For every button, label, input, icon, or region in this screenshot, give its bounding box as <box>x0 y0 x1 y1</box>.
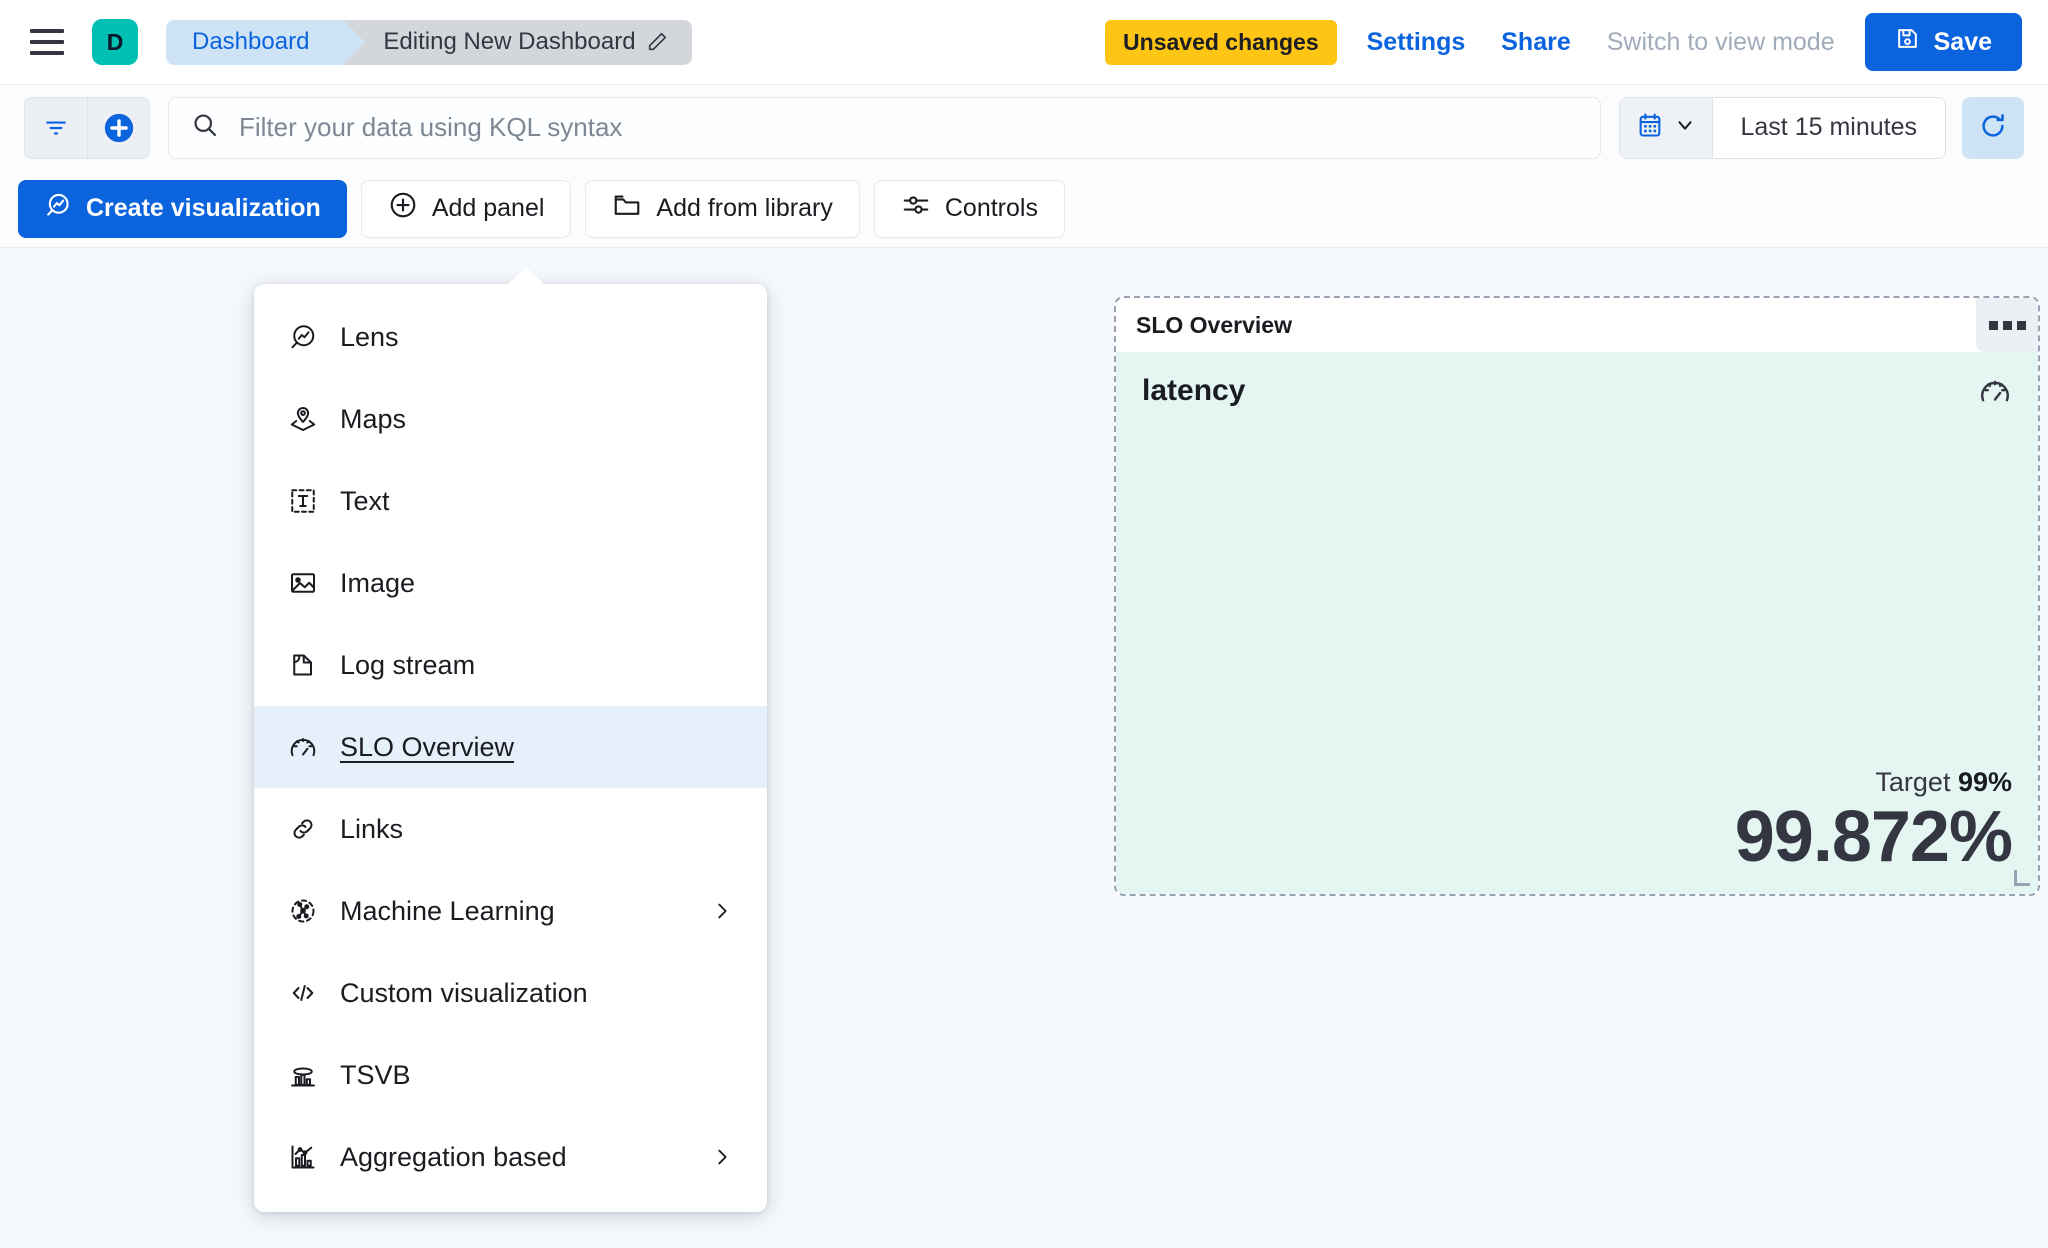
save-disk-icon <box>1895 26 1920 58</box>
create-visualization-label: Create visualization <box>86 194 321 222</box>
gauge-icon <box>288 732 318 762</box>
tsvb-chart-icon <box>288 1060 318 1090</box>
menu-item-label: Machine Learning <box>340 895 555 926</box>
menu-item-label: Text <box>340 485 390 516</box>
hamburger-menu-icon[interactable] <box>24 19 70 65</box>
add-panel-button[interactable]: Add panel <box>360 179 572 238</box>
controls-label: Controls <box>944 194 1038 222</box>
menu-item-label: Aggregation based <box>340 1141 567 1172</box>
add-panel-label: Add panel <box>431 194 545 222</box>
settings-link[interactable]: Settings <box>1366 27 1466 56</box>
menu-item-label: Custom visualization <box>340 977 588 1008</box>
resize-handle-icon[interactable] <box>2014 870 2030 886</box>
breadcrumb-current[interactable]: Editing New Dashboard <box>343 19 692 65</box>
refresh-icon <box>1978 111 2008 144</box>
date-range-picker: Last 15 minutes <box>1618 96 1946 159</box>
plus-circle-icon <box>388 190 418 227</box>
breadcrumb-current-label: Editing New Dashboard <box>383 28 636 55</box>
chevron-right-icon <box>711 1146 733 1168</box>
breadcrumb: Dashboard Editing New Dashboard <box>166 19 692 65</box>
add-from-library-button[interactable]: Add from library <box>585 179 860 238</box>
slo-target-value: 99% <box>1957 767 2012 798</box>
image-icon <box>288 568 318 598</box>
date-quick-select-button[interactable] <box>1619 97 1713 158</box>
filter-icon[interactable] <box>25 97 87 158</box>
menu-item-lens[interactable]: Lens <box>254 296 767 378</box>
breadcrumb-root-label: Dashboard <box>192 28 310 55</box>
kql-query-input[interactable]: Filter your data using KQL syntax <box>168 96 1601 159</box>
menu-item-label: Links <box>340 813 404 844</box>
menu-item-custom-visualization[interactable]: Custom visualization <box>254 952 767 1034</box>
panel-header: SLO Overview <box>1116 298 2038 352</box>
breadcrumb-dashboard[interactable]: Dashboard <box>166 19 366 65</box>
agg-chart-icon <box>288 1142 318 1172</box>
slo-sli-value: 99.872% <box>1734 797 2013 878</box>
refresh-button[interactable] <box>1962 96 2024 159</box>
context-menu-icon[interactable] <box>1976 298 2038 352</box>
slo-target-prefix: Target <box>1875 767 1958 798</box>
dashboard-edit-toolbar: Create visualization Add panel Add from … <box>0 170 2048 248</box>
search-icon <box>191 111 219 144</box>
menu-item-label: TSVB <box>340 1059 411 1090</box>
save-button[interactable]: Save <box>1864 13 2022 71</box>
menu-item-text[interactable]: Text <box>254 460 767 542</box>
slo-summary: Target 99% 99.872% <box>1734 767 2013 878</box>
menu-item-slo-overview[interactable]: SLO Overview <box>254 706 767 788</box>
menu-item-links[interactable]: Links <box>254 788 767 870</box>
controls-button[interactable]: Controls <box>873 179 1065 238</box>
save-button-label: Save <box>1933 27 1992 56</box>
menu-item-image[interactable]: Image <box>254 542 767 624</box>
map-marker-icon <box>288 404 318 434</box>
gauge-icon <box>1978 374 2012 408</box>
kql-placeholder-text: Filter your data using KQL syntax <box>239 112 623 142</box>
chevron-down-icon <box>1674 114 1696 141</box>
create-visualization-button[interactable]: Create visualization <box>18 179 347 238</box>
menu-item-label: Lens <box>340 321 399 352</box>
sliders-icon <box>901 190 931 227</box>
slo-target: Target 99% <box>1735 767 2012 798</box>
menu-item-label: SLO Overview <box>340 731 515 762</box>
filter-controls-group <box>24 96 150 159</box>
lens-icon <box>44 191 72 226</box>
menu-item-tsvb[interactable]: TSVB <box>254 1034 767 1116</box>
chevron-right-icon <box>711 900 733 922</box>
pencil-icon[interactable] <box>646 31 668 53</box>
log-stream-icon <box>288 650 318 680</box>
add-filter-button[interactable] <box>87 97 149 158</box>
ml-nodes-icon <box>288 896 318 926</box>
folder-icon <box>612 190 642 227</box>
share-link[interactable]: Share <box>1501 27 1571 56</box>
menu-item-machine-learning[interactable]: Machine Learning <box>254 870 767 952</box>
menu-item-label: Image <box>340 567 416 598</box>
add-from-library-label: Add from library <box>656 194 833 222</box>
slo-overview-panel[interactable]: SLO Overview latency Target 99% 99.872% <box>1114 296 2040 896</box>
menu-item-label: Maps <box>340 403 407 434</box>
link-icon <box>288 814 318 844</box>
panel-title: SLO Overview <box>1136 311 1292 338</box>
switch-to-view-mode-link[interactable]: Switch to view mode <box>1606 27 1835 56</box>
top-nav-actions: Unsaved changes Settings Share Switch to… <box>1105 13 2048 71</box>
lens-icon <box>288 322 318 352</box>
space-avatar[interactable]: D <box>92 19 138 65</box>
time-range-label[interactable]: Last 15 minutes <box>1740 113 1918 141</box>
menu-item-log-stream[interactable]: Log stream <box>254 624 767 706</box>
menu-item-maps[interactable]: Maps <box>254 378 767 460</box>
code-icon <box>288 978 318 1008</box>
panel-body: latency Target 99% 99.872% <box>1116 352 2038 894</box>
query-bar: Filter your data using KQL syntax <box>0 85 2048 170</box>
text-box-icon <box>288 486 318 516</box>
popover-arrow <box>507 267 545 285</box>
top-navigation-bar: D Dashboard Editing New Dashboard Unsave… <box>0 0 2048 85</box>
menu-item-aggregation-based[interactable]: Aggregation based <box>254 1116 767 1198</box>
menu-item-label: Log stream <box>340 649 476 680</box>
unsaved-changes-badge[interactable]: Unsaved changes <box>1105 19 1337 65</box>
space-initial: D <box>106 28 124 55</box>
slo-metric-title: latency <box>1142 374 1246 407</box>
calendar-icon <box>1636 111 1664 144</box>
